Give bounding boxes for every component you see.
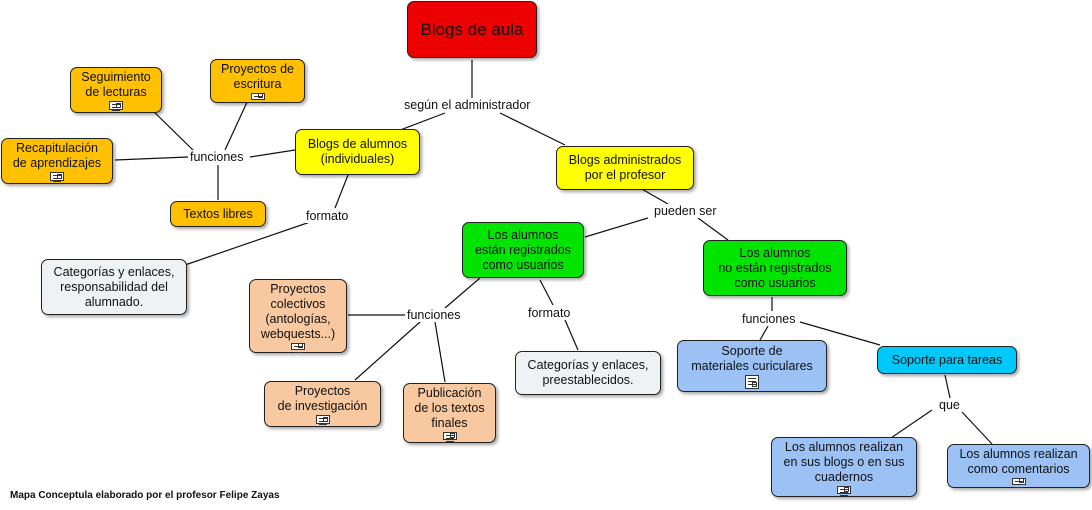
document-icon[interactable] <box>50 172 64 181</box>
document-icon[interactable] <box>250 93 265 100</box>
label-funciones-3: funciones <box>740 312 798 326</box>
document-icon[interactable] <box>1011 478 1026 485</box>
node-alumnos-registrados: Los alumnos están registrados como usuar… <box>462 222 584 278</box>
document-icon[interactable] <box>442 432 457 440</box>
document-icon[interactable] <box>837 486 851 494</box>
label-funciones-1: funciones <box>188 150 246 164</box>
label-que: que <box>937 398 962 412</box>
node-recapitulacion: Recapitulación de aprendizajes <box>1 138 113 184</box>
node-proyectos-de-escritura: Proyectos de escritura <box>210 59 305 103</box>
label-formato-1: formato <box>304 209 351 223</box>
document-icon[interactable] <box>315 415 330 424</box>
node-soporte-materiales: Soporte de materiales curiculares <box>677 340 827 392</box>
node-publicacion-textos: Publicación de los textos finales <box>403 383 496 443</box>
document-icon[interactable] <box>745 374 759 389</box>
node-soporte-tareas: Soporte para tareas <box>877 346 1017 374</box>
document-icon[interactable] <box>291 343 305 350</box>
label-pueden-ser: pueden ser <box>652 204 719 218</box>
node-realizan-blogs: Los alumnos realizan en sus blogs o en s… <box>771 437 917 497</box>
node-categorias-preestablecidos: Categorías y enlaces, preestablecidos. <box>515 351 661 395</box>
label-funciones-2: funciones <box>405 308 463 322</box>
footer-credit: Mapa Conceptula elaborado por el profeso… <box>10 490 280 501</box>
node-alumnos-no-registrados: Los alumnos no están registrados como us… <box>703 240 847 296</box>
node-blogs-de-aula: Blogs de aula <box>407 1 537 58</box>
label-segun-administrador: según el administrador <box>402 98 533 112</box>
document-icon[interactable] <box>109 101 123 110</box>
node-proyectos-colectivos: Proyectos colectivos (antologías, webque… <box>249 279 347 353</box>
node-blogs-de-alumnos: Blogs de alumnos (individuales) <box>295 129 420 175</box>
node-categorias-responsabilidad: Categorías y enlaces, responsabilidad de… <box>41 259 187 315</box>
node-seguimiento-de-lecturas: Seguimiento de lecturas <box>70 67 162 113</box>
node-textos-libres: Textos libres <box>170 201 266 227</box>
node-blogs-administrados: Blogs administrados por el profesor <box>556 146 694 190</box>
node-realizan-comentarios: Los alumnos realizan como comentarios <box>947 444 1090 488</box>
label-formato-2: formato <box>526 306 573 320</box>
node-proyectos-investigacion: Proyectos de investigación <box>264 381 381 427</box>
